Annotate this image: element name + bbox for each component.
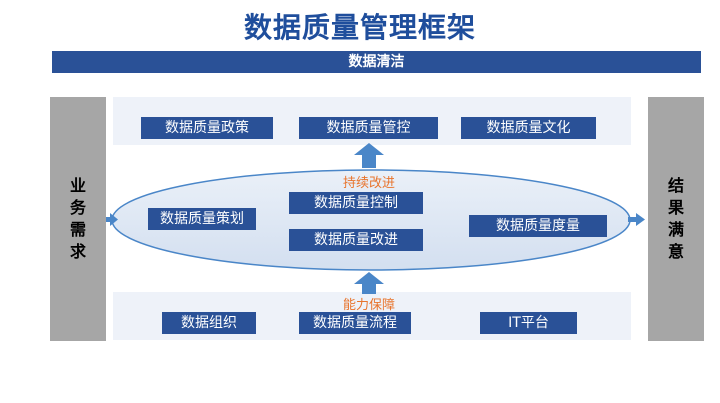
control-management-box: 数据质量管控 <box>299 117 438 139</box>
upper-up-arrow <box>354 143 384 168</box>
left-side-block: 业务需求 <box>50 97 106 341</box>
culture-box: 数据质量文化 <box>461 117 596 139</box>
process-box: 数据质量流程 <box>299 312 411 334</box>
right-side-label: 结果满意 <box>667 176 684 261</box>
lower-up-arrow <box>354 272 384 294</box>
organization-box: 数据组织 <box>162 312 256 334</box>
right-side-block: 结果满意 <box>648 97 704 341</box>
top-bar: 数据清洁 <box>52 51 701 73</box>
diagram-title: 数据质量管理框架 <box>243 11 476 44</box>
improvement-box: 数据质量改进 <box>289 229 423 251</box>
planning-box: 数据质量策划 <box>148 208 256 230</box>
upper-arrow-label: 持续改进 <box>342 176 395 191</box>
measurement-box: 数据质量度量 <box>469 215 607 237</box>
left-arrow <box>106 213 118 226</box>
policy-box: 数据质量政策 <box>141 117 273 139</box>
lower-arrow-label: 能力保障 <box>342 298 395 313</box>
it-platform-box: IT平台 <box>480 312 577 334</box>
left-side-label: 业务需求 <box>69 176 86 261</box>
quality-control-box: 数据质量控制 <box>289 192 423 214</box>
right-arrow <box>628 213 645 226</box>
